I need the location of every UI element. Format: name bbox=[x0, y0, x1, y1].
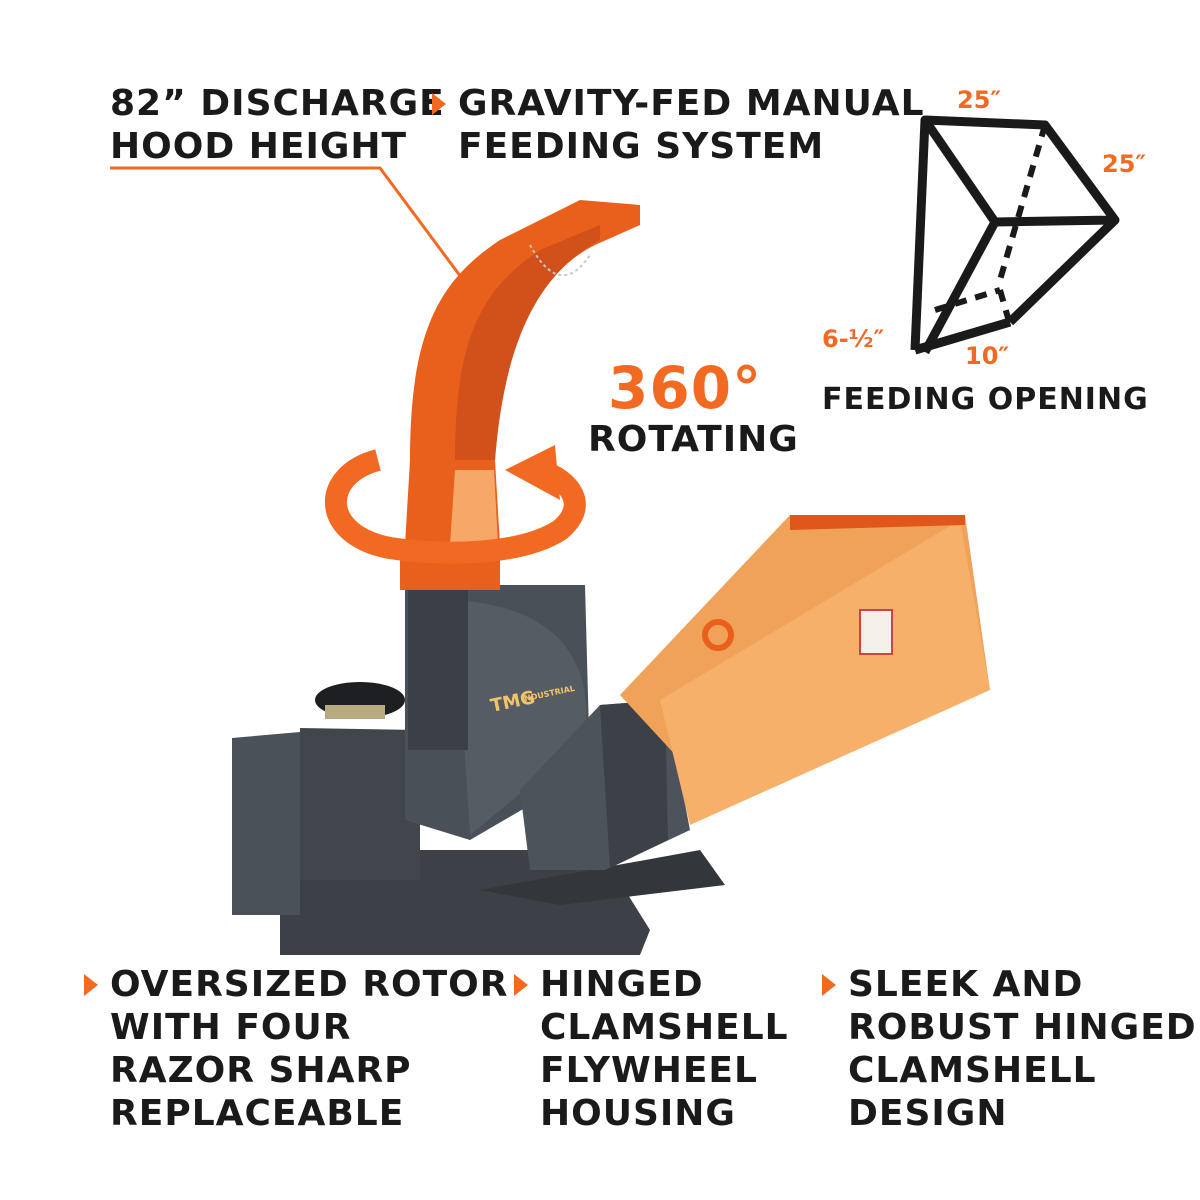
hose-fittings bbox=[325, 705, 385, 719]
hopper-lip bbox=[790, 515, 965, 530]
clamshell-label: SLEEK AND ROBUST HINGED CLAMSHELL DESIGN bbox=[848, 964, 1197, 1134]
bullet-triangle-icon bbox=[432, 93, 446, 115]
hood-chain bbox=[529, 244, 591, 277]
gravity-feed-label: GRAVITY-FED MANUAL FEEDING SYSTEM bbox=[458, 83, 925, 167]
rotor-label: OVERSIZED ROTOR WITH FOUR RAZOR SHARP RE… bbox=[110, 964, 509, 1134]
hopper-warning-sticker bbox=[859, 609, 893, 655]
left-side-plate bbox=[232, 732, 300, 915]
chute-flange bbox=[600, 700, 668, 868]
rotating-value: 360° bbox=[608, 354, 763, 422]
hood-height-label: 82” DISCHARGE HOOD HEIGHT bbox=[110, 83, 445, 167]
dim-bottom: 10″ bbox=[965, 342, 1010, 370]
flywheel-label: HINGED CLAMSHELL FLYWHEEL HOUSING bbox=[540, 964, 789, 1134]
chute-sticker-panel bbox=[450, 470, 498, 545]
bullet-triangle-icon bbox=[84, 974, 98, 996]
bullet-triangle-icon bbox=[822, 974, 836, 996]
left-body bbox=[300, 728, 420, 880]
bullet-triangle-icon bbox=[514, 974, 528, 996]
hopper-lift-ring bbox=[702, 619, 734, 651]
hood-callout-line bbox=[110, 166, 480, 301]
flywheel-cover bbox=[455, 600, 587, 835]
neck-block bbox=[408, 580, 468, 750]
dim-bottom-left: 6-½″ bbox=[822, 325, 885, 353]
feeding-opening-label: FEEDING OPENING bbox=[822, 382, 1149, 417]
rotating-label: ROTATING bbox=[588, 419, 799, 460]
rotation-arrow-icon bbox=[325, 445, 586, 564]
skid-front-runner bbox=[480, 850, 725, 905]
dim-side: 25″ bbox=[1102, 150, 1147, 178]
dim-top: 25″ bbox=[957, 86, 1002, 114]
hopper-front bbox=[660, 520, 990, 825]
hood-shading bbox=[455, 225, 600, 460]
